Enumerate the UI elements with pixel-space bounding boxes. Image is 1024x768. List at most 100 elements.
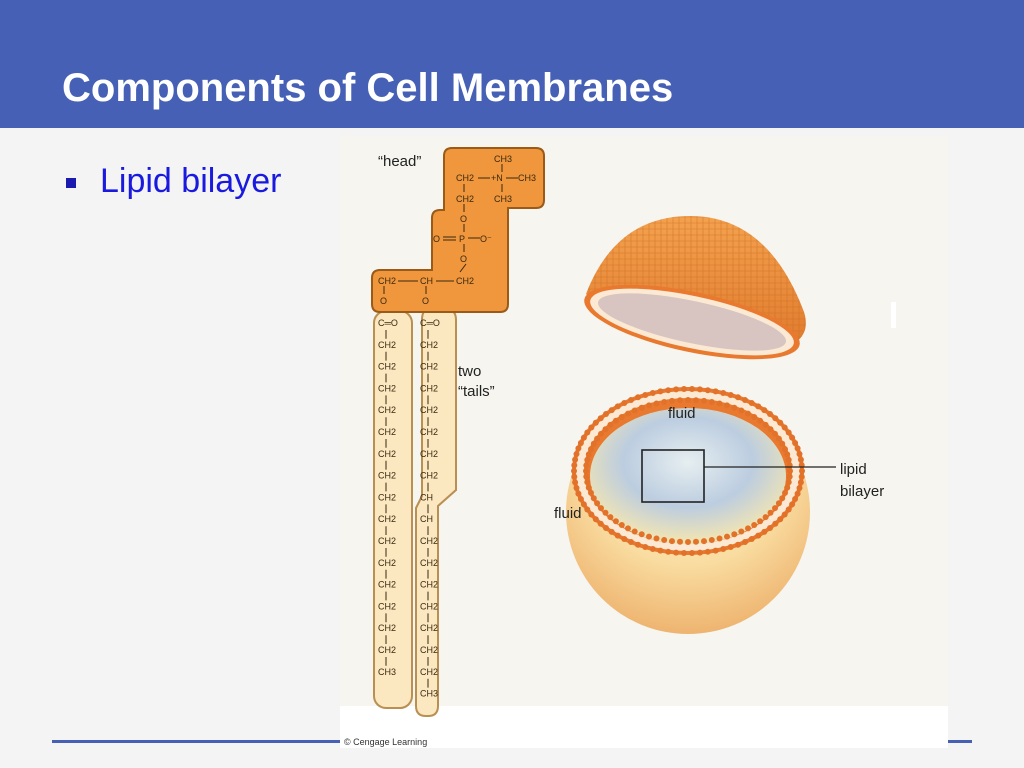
chem-ch2-left: CH2 — [378, 645, 396, 655]
lipid-head-bead — [614, 403, 621, 410]
lipid-head-bead — [572, 456, 579, 463]
lipid-head-bead — [777, 516, 784, 523]
lipid-head-bead — [704, 548, 711, 555]
chem-ch-glycerol: CH — [420, 276, 433, 286]
lipid-head-bead — [798, 473, 805, 480]
lipid-head-bead — [608, 407, 615, 414]
lipid-head-bead — [571, 462, 578, 469]
chem-p: P — [459, 234, 465, 244]
chem-ch2-right: CH2 — [420, 340, 438, 350]
lipid-head-bead — [642, 544, 649, 550]
chem-ch2-glycerol-1: CH2 — [378, 276, 396, 286]
lipid-head-bead — [796, 451, 803, 457]
lipid-bilayer-label-1: lipid — [840, 461, 867, 478]
tail-chemistry: C═OCH2CH2CH2CH2CH2CH2CH2CH2CH2CH2CH2CH2C… — [378, 318, 440, 699]
white-mark — [891, 302, 896, 328]
chem-ch2-left: CH2 — [378, 601, 396, 611]
lipid-head-bead — [592, 516, 599, 523]
lipid-head-bead — [621, 400, 628, 406]
lipid-head-bead — [789, 501, 796, 508]
chem-ch2-right: CH2 — [420, 601, 438, 611]
lipid-head-bead — [673, 549, 680, 556]
lipid-head-bead — [784, 484, 791, 491]
lipid-head-bead — [757, 417, 764, 424]
lipid-head-bead — [677, 397, 683, 404]
lipid-head-bead — [628, 397, 634, 403]
lipid-head-bead — [716, 535, 723, 542]
lipid-head-bead — [720, 390, 727, 396]
chem-ch2-left: CH2 — [378, 405, 396, 415]
lipid-head-bead — [742, 539, 748, 545]
lipid-head-bead — [583, 468, 589, 474]
lipid-head-bead — [720, 546, 727, 552]
lipid-figure: © Cengage Learning “head” CH3 CH2 +N CH3… — [340, 147, 948, 748]
lipid-head-bead — [657, 547, 664, 554]
lipid-head-bead — [731, 404, 738, 411]
lipid-head-bead — [594, 435, 601, 442]
chem-ch2-left: CH2 — [378, 623, 396, 633]
lipid-head-bead — [590, 440, 597, 447]
chem-ch2-right: CH2 — [420, 427, 438, 437]
chem-ch3-left-end: CH3 — [378, 667, 396, 677]
chem-ch2-right: CH2 — [420, 383, 438, 393]
lipid-head-bead — [608, 528, 615, 535]
lipid-head-bead — [693, 397, 699, 404]
lipid-head-bead — [738, 407, 745, 414]
chem-n-plus: +N — [491, 173, 503, 183]
lipid-head-bead — [712, 388, 719, 395]
chem-ch2-left: CH2 — [378, 580, 396, 590]
lipid-head-bead — [588, 424, 595, 431]
lipid-head-bead — [575, 490, 582, 497]
lipid-head-bead — [612, 518, 619, 525]
lipid-head-bead — [716, 400, 723, 407]
bullet-lipid-bilayer: Lipid bilayer — [100, 162, 282, 200]
bullet-marker — [66, 178, 76, 188]
lipid-head-bead — [787, 468, 793, 474]
lipid-head-bead — [661, 399, 668, 405]
lipid-head-bead — [625, 410, 631, 417]
lipid-head-bead — [590, 495, 597, 502]
chem-ch2-right: CH2 — [420, 362, 438, 372]
chem-ch2-left: CH2 — [378, 449, 396, 459]
slide-title: Components of Cell Membranes — [62, 66, 674, 110]
chem-ch2-right: CH2 — [420, 667, 438, 677]
lipid-head-bead — [571, 468, 577, 474]
lipid-head-bead — [777, 419, 784, 426]
lipid-head-bead — [665, 548, 672, 555]
lipid-head-bead — [597, 520, 604, 527]
lipid-head-bead — [638, 531, 645, 538]
lipid-head-bead — [588, 511, 595, 518]
lipid-head-bead — [592, 419, 599, 426]
lipid-head-bead — [767, 509, 774, 516]
lipid-head-bead — [665, 387, 672, 394]
lipid-head-bead — [603, 525, 609, 531]
lipid-head-bead — [727, 544, 734, 550]
lipid-head-bead — [621, 536, 628, 542]
lipid-head-bead — [772, 430, 778, 437]
lipid-head-bead — [642, 392, 649, 398]
lipid-head-bead — [762, 421, 769, 428]
lipid-head-bead — [799, 468, 805, 474]
lipid-head-bead — [731, 531, 738, 538]
lipid-head-bead — [588, 489, 594, 496]
chem-ch2-right: CH2 — [420, 536, 438, 546]
chem-ch2-glycerol-2: CH2 — [456, 276, 474, 286]
lipid-head-bead — [669, 397, 675, 404]
lipid-head-bead — [745, 410, 751, 417]
lipid-head-bead — [635, 394, 641, 401]
lipid-head-bead — [751, 522, 758, 528]
footer-line-left — [52, 740, 342, 743]
lipid-head-bead — [767, 426, 774, 433]
lipid-head-bead — [761, 407, 768, 414]
lipid-head-bead — [724, 533, 730, 540]
lipid-head-bead — [693, 538, 699, 545]
chem-carbonyl-left: C═O — [378, 318, 398, 328]
head-group — [371, 147, 545, 313]
chem-ch2-left: CH2 — [378, 536, 396, 546]
lipid-head-bead — [794, 445, 801, 452]
lipid-head-bead — [598, 505, 604, 512]
lipid-head-bead — [669, 538, 675, 545]
chem-o-ester-2: O — [422, 296, 429, 306]
lipid-head-bead — [797, 479, 804, 486]
credit-band — [340, 706, 948, 748]
